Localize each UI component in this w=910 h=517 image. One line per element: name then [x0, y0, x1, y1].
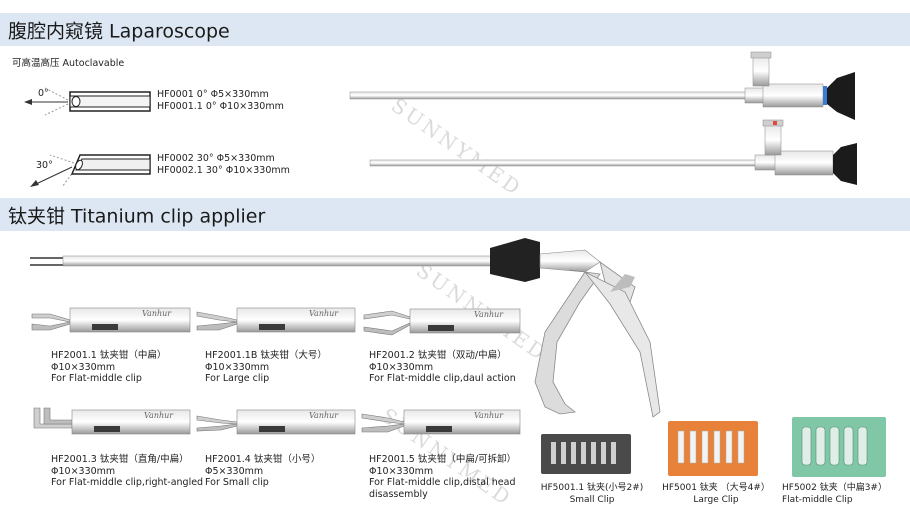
clip-name: Large Clip	[693, 494, 739, 505]
tip-brand: Vanhur	[144, 411, 174, 420]
tip-brand: Vanhur	[309, 309, 339, 318]
scope-tip-0-diagram	[24, 87, 151, 116]
tip-brand: Vanhur	[309, 411, 339, 420]
clip-name: Flat-middle Clip	[782, 494, 853, 505]
tip-use: For Small clip	[205, 477, 269, 488]
spec-line: HF0001.1 0° Φ10×330mm	[157, 100, 284, 112]
tip-caption-hf2001-1: HF2001.1 钛夹钳（中扁） Φ10×330mm For Flat-midd…	[51, 350, 166, 385]
scope-tip-30-diagram	[30, 154, 151, 188]
tip-caption-hf2001-3: HF2001.3 钛夹钳（直角/中扁） Φ10×330mm For Flat-m…	[51, 454, 203, 489]
laparoscope-30-image	[369, 119, 857, 185]
tip-use: For Flat-middle clip	[51, 373, 142, 384]
tip-brand: Vanhur	[142, 309, 172, 318]
tip-caption-hf2001-2: HF2001.2 钛夹钳（双动/中扁） Φ10×330mm For Flat-m…	[369, 350, 516, 385]
tip-size: Φ10×330mm	[369, 361, 434, 373]
spec-line: HF0001 0° Φ5×330mm	[157, 89, 269, 100]
clip-cartridge-large	[668, 421, 758, 476]
clip-name: Small Clip	[569, 494, 615, 505]
tip-caption-hf2001-4: HF2001.4 钛夹钳（小号） Φ5×330mm For Small clip	[205, 454, 320, 489]
tip-code: HF2001.5 钛夹钳（中扁/可拆卸）	[369, 454, 517, 465]
clip-code: HF5001 钛夹 （大号4#）	[662, 483, 770, 493]
tip-use: For Flat-middle clip,distal head	[369, 477, 516, 488]
tip-code: HF2001.1 钛夹钳（中扁）	[51, 350, 167, 361]
tip-brand: Vanhur	[474, 411, 504, 420]
tip-use: For Flat-middle clip,right-angled	[51, 477, 204, 488]
tip-image-hf2001-2: Vanhur	[363, 308, 521, 336]
spec-line: HF0002.1 30° Φ10×330mm	[157, 164, 290, 176]
laparoscope-0-image	[349, 51, 855, 120]
tip-image-hf2001-4: Vanhur	[196, 409, 356, 435]
tip-caption-hf2001-1b: HF2001.1B 钛夹钳（大号） Φ10×330mm For Large cl…	[205, 350, 327, 385]
laparoscope-header: 腹腔内窥镜 Laparoscope	[0, 13, 910, 46]
tip-image-hf2001-1b: Vanhur	[196, 307, 356, 333]
tip-size: Φ10×330mm	[205, 361, 270, 373]
clip-applier-title: 钛夹钳 Titanium clip applier	[8, 205, 266, 227]
spec-line: HF0002 30° Φ5×330mm	[157, 153, 275, 164]
tip-use: For Large clip	[205, 373, 270, 384]
clip-caption-flat-middle: HF5002 钛夹（中扁3#） Flat-middle Clip	[782, 483, 887, 506]
tip-brand: Vanhur	[474, 310, 504, 319]
tip-code: HF2001.4 钛夹钳（小号）	[205, 454, 321, 465]
clip-cartridge-small	[541, 434, 631, 474]
tip-image-hf2001-3: Vanhur	[33, 407, 191, 435]
tip-size: Φ5×330mm	[205, 465, 264, 477]
tip-size: Φ10×330mm	[51, 361, 116, 373]
tip-code: HF2001.1B 钛夹钳（大号）	[205, 350, 327, 361]
clip-code: HF5001.1 钛夹(小号2#)	[540, 483, 644, 493]
clip-applier-image	[30, 238, 661, 418]
tip-size: Φ10×330mm	[51, 465, 116, 477]
clip-code: HF5002 钛夹（中扁3#）	[782, 483, 887, 493]
clip-caption-large: HF5001 钛夹 （大号4#） Large Clip	[660, 483, 772, 506]
angle-30-label: 30°	[36, 160, 53, 171]
tip-size: Φ10×330mm	[369, 465, 434, 477]
tip-use: For Flat-middle clip,daul action	[369, 373, 516, 384]
clip-caption-small: HF5001.1 钛夹(小号2#) Small Clip	[536, 483, 648, 506]
tip-code: HF2001.3 钛夹钳（直角/中扁）	[51, 454, 189, 465]
tip-caption-hf2001-5: HF2001.5 钛夹钳（中扁/可拆卸） Φ10×330mm For Flat-…	[369, 454, 516, 500]
clip-applier-header: 钛夹钳 Titanium clip applier	[0, 198, 910, 231]
tip-image-hf2001-1: Vanhur	[31, 307, 191, 333]
autoclavable-note: 可高温高压 Autoclavable	[12, 58, 125, 69]
tip-code: HF2001.2 钛夹钳（双动/中扁）	[369, 350, 507, 361]
clip-cartridge-flat-middle	[792, 417, 886, 477]
laparoscope-title: 腹腔内窥镜 Laparoscope	[8, 20, 230, 42]
tip-image-hf2001-5: Vanhur	[361, 409, 521, 435]
tip-use-line2: disassembly	[369, 488, 428, 500]
scope-30-spec: HF0002 30° Φ5×330mm HF0002.1 30° Φ10×330…	[157, 153, 290, 176]
angle-0-label: 0°	[38, 88, 49, 99]
scope-0-spec: HF0001 0° Φ5×330mm HF0001.1 0° Φ10×330mm	[157, 89, 284, 112]
